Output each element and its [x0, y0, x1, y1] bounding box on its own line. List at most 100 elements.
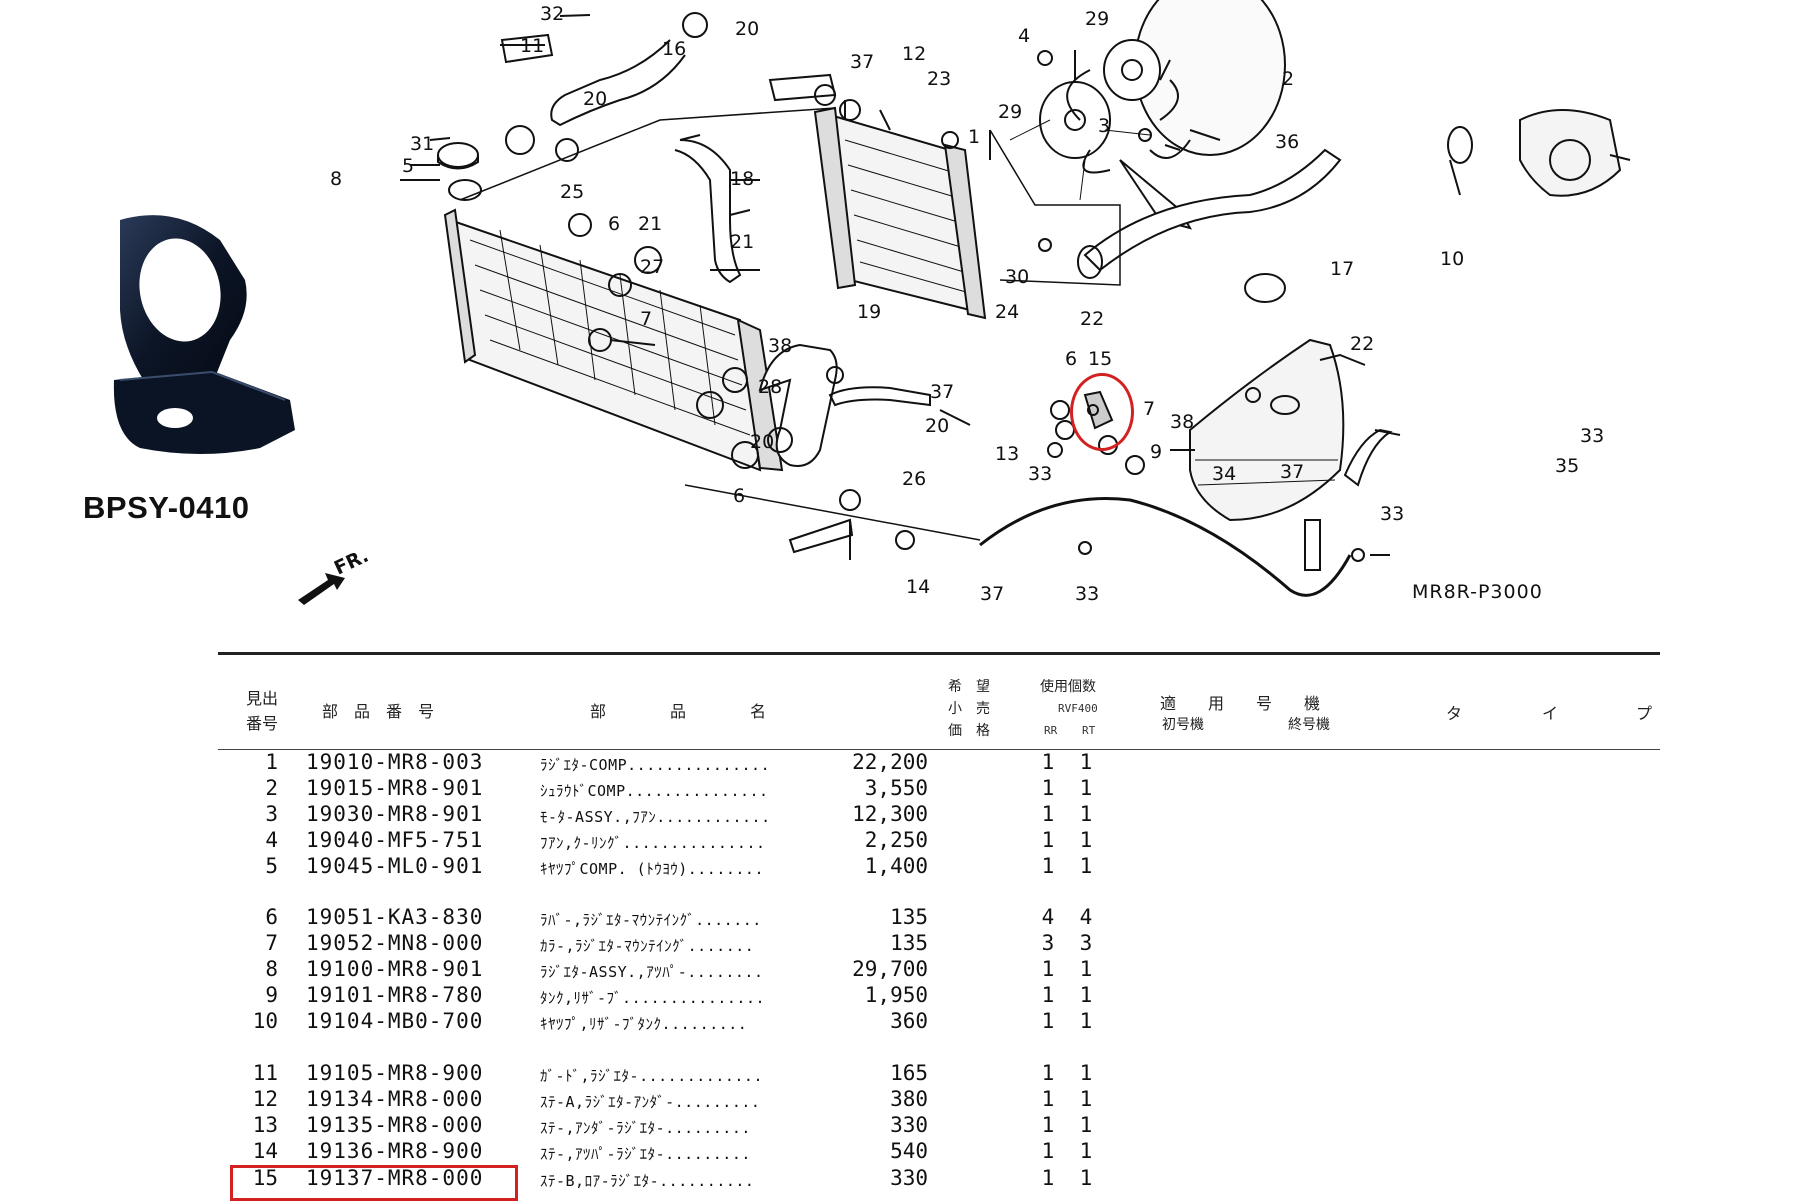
price: 2,250 [864, 828, 928, 852]
callout: 36 [1275, 131, 1299, 153]
price: 380 [890, 1087, 928, 1111]
price: 3,550 [864, 776, 928, 800]
qty-rr: 1 [1041, 1166, 1055, 1190]
part-name: ｽﾃ-A,ﾗｼﾞｴﾀ-ｱﾝﾀﾞ-......... [540, 1093, 761, 1111]
header-pu: プ [1636, 704, 1653, 723]
part-name: ｽﾃ-B,ﾛｱ-ﾗｼﾞｴﾀ-.......... [540, 1172, 755, 1190]
product-code: BPSY-0410 [83, 490, 250, 525]
callout: 11 [520, 35, 544, 57]
qty-rr: 1 [1041, 776, 1055, 800]
callout: 15 [1088, 348, 1112, 370]
highlight-box-row-15 [230, 1165, 518, 1201]
part-number: 19134-MR8-000 [306, 1087, 484, 1111]
qty-rt: 1 [1079, 1009, 1093, 1033]
callout: 6 [733, 485, 745, 507]
callout: 22 [1080, 308, 1104, 330]
qty-rr: 1 [1041, 1061, 1055, 1085]
callout: 28 [758, 376, 782, 398]
table-row-highlighted: 15 19137-MR8-000 ｽﾃ-B,ﾛｱ-ﾗｼﾞｴﾀ-.........… [218, 1166, 1658, 1192]
qty-rr: 1 [1041, 802, 1055, 826]
table-row: 10 19104-MB0-700 ｷﾔﾂﾌﾟ,ﾘｻﾞ-ﾌﾞﾀﾝｸ........… [218, 1009, 1658, 1035]
part-number: 19045-ML0-901 [306, 854, 484, 878]
part-number: 19105-MR8-900 [306, 1061, 484, 1085]
callout: 1 [968, 126, 980, 148]
qty-rr: 1 [1041, 854, 1055, 878]
callout: 38 [768, 335, 792, 357]
price: 540 [890, 1139, 928, 1163]
callout: 21 [730, 231, 754, 253]
callout: 33 [1028, 463, 1052, 485]
table-row: 12 19134-MR8-000 ｽﾃ-A,ﾗｼﾞｴﾀ-ｱﾝﾀﾞ-.......… [218, 1087, 1658, 1113]
callout: 7 [640, 308, 652, 330]
qty-rt: 4 [1079, 905, 1093, 929]
price: 165 [890, 1061, 928, 1085]
callout: 12 [902, 43, 926, 65]
qty-rt: 1 [1079, 1166, 1093, 1190]
callout: 5 [402, 155, 414, 177]
callout: 17 [1330, 258, 1354, 280]
table-row: 2 19015-MR8-901 ｼｭﾗｳﾄﾞCOMP..............… [218, 776, 1658, 802]
qty-rt: 1 [1079, 983, 1093, 1007]
part-number: 19030-MR8-901 [306, 802, 484, 826]
qty-rr: 1 [1041, 957, 1055, 981]
qty-rt: 1 [1079, 802, 1093, 826]
part-name: ｽﾃ-,ｱﾂﾊﾟ-ﾗｼﾞｴﾀ-......... [540, 1145, 751, 1163]
callout: 24 [995, 301, 1019, 323]
callout: 32 [540, 3, 564, 25]
ref-no: 2 [265, 776, 278, 800]
part-name: ﾗｼﾞｴﾀ-COMP............... [540, 756, 771, 774]
part-number: 19136-MR8-900 [306, 1139, 484, 1163]
header-model: RVF400 [1058, 702, 1098, 715]
part-number: 19104-MB0-700 [306, 1009, 484, 1033]
bracket-product-photo [113, 215, 295, 454]
callout: 7 [1143, 398, 1155, 420]
price: 22,200 [852, 750, 928, 774]
callout: 33 [1075, 583, 1099, 605]
ref-no: 4 [265, 828, 278, 852]
ref-no: 7 [265, 931, 278, 955]
callout: 6 [608, 213, 620, 235]
price: 12,300 [852, 802, 928, 826]
qty-rr: 1 [1041, 983, 1055, 1007]
callout: 37 [930, 381, 954, 403]
qty-rt: 1 [1079, 854, 1093, 878]
callout: 37 [980, 583, 1004, 605]
callout: 33 [1580, 425, 1604, 447]
callout: 20 [735, 18, 759, 40]
qty-rt: 1 [1079, 1113, 1093, 1137]
front-direction-arrow: FR. [298, 545, 372, 605]
header-part-name: 部 品 名 [590, 702, 767, 721]
callout: 29 [998, 101, 1022, 123]
table-row: 5 19045-ML0-901 ｷﾔﾂﾌﾟCOMP. (ﾄｳﾖｳ).......… [218, 854, 1658, 880]
callout: 37 [1280, 461, 1304, 483]
ref-no: 3 [265, 802, 278, 826]
price: 330 [890, 1166, 928, 1190]
price: 29,700 [852, 957, 928, 981]
callout: 8 [330, 168, 342, 190]
price: 330 [890, 1113, 928, 1137]
price: 135 [890, 905, 928, 929]
part-number: 19135-MR8-000 [306, 1113, 484, 1137]
table-row: 1 19010-MR8-003 ﾗｼﾞｴﾀ-COMP..............… [218, 750, 1658, 776]
callout: 27 [640, 256, 664, 278]
ref-no: 11 [252, 1061, 278, 1085]
header-ta: タ [1446, 704, 1463, 723]
price: 360 [890, 1009, 928, 1033]
part-number: 19010-MR8-003 [306, 750, 484, 774]
ref-no: 12 [252, 1087, 278, 1111]
header-price-1: 希 望 [948, 679, 990, 695]
ref-no: 14 [252, 1139, 278, 1163]
table-row: 6 19051-KA3-830 ﾗﾊﾞ-,ﾗｼﾞｴﾀ-ﾏｳﾝﾃｲﾝｸﾞ.....… [218, 905, 1658, 931]
header-ref-no-2: 番号 [246, 714, 279, 733]
qty-rt: 1 [1079, 1061, 1093, 1085]
part-name: ｶﾞ-ﾄﾞ,ﾗｼﾞｴﾀ-............. [540, 1067, 763, 1085]
header-price-2: 小 売 [948, 701, 990, 717]
callout: 31 [410, 133, 434, 155]
part-number: 19101-MR8-780 [306, 983, 484, 1007]
part-name: ﾓ-ﾀ-ASSY.,ﾌｱﾝ............ [540, 808, 771, 826]
callout: 22 [1350, 333, 1374, 355]
callout: 9 [1150, 441, 1162, 463]
header-rr: RR [1044, 724, 1058, 737]
highlight-circle-callout-15 [1070, 373, 1134, 451]
